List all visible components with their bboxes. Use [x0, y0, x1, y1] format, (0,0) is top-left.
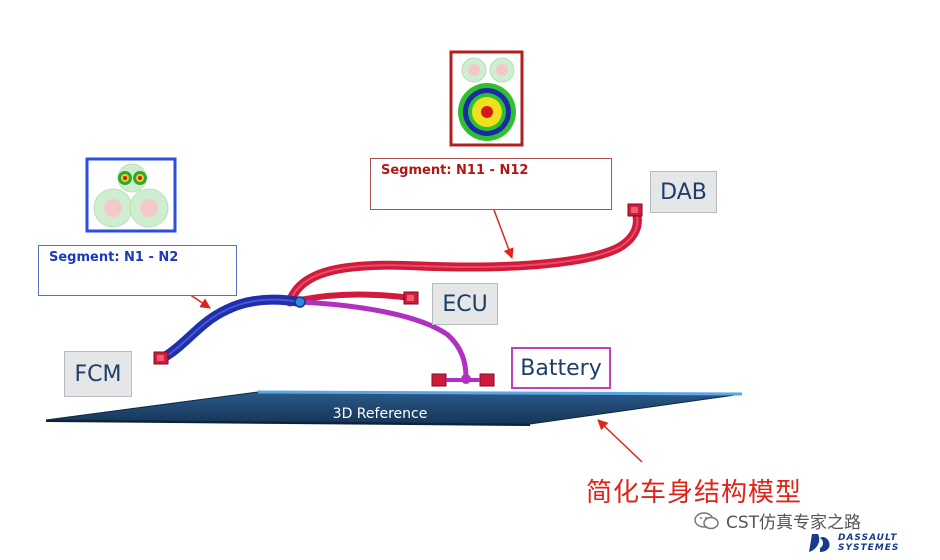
platform-arrow — [597, 419, 643, 463]
platform-label: 3D Reference — [333, 406, 428, 422]
fcm-connector — [153, 351, 169, 365]
model-caption: 简化车身结构模型 — [586, 478, 803, 508]
watermark: CST仿真专家之路 — [694, 508, 861, 533]
junction-node — [294, 296, 306, 308]
blue-segment-cross-section — [85, 157, 177, 233]
ds-mark-icon — [809, 534, 830, 552]
dassault-logo: DASSAULT SYSTEMES — [806, 530, 899, 556]
blue-harness — [161, 294, 305, 361]
module-label-fcm: FCM — [64, 351, 132, 397]
red-harness — [285, 207, 642, 307]
magenta-harness — [297, 299, 469, 381]
dab-connector — [627, 203, 643, 217]
module-label-battery: Battery — [511, 347, 611, 389]
red-segment-cross-section — [449, 50, 524, 147]
watermark-text: CST仿真专家之路 — [726, 513, 862, 533]
logo-line2: SYSTEMES — [838, 543, 900, 553]
logo-line1: DASSAULT — [838, 533, 898, 543]
battery-connector — [431, 373, 495, 387]
wechat-icon — [694, 511, 719, 529]
ecu-connector — [403, 291, 419, 305]
reference-platform — [45, 390, 743, 426]
segment-label-blue: Segment: N1 - N2 — [38, 245, 237, 296]
module-label-dab: DAB — [650, 171, 717, 213]
module-label-ecu: ECU — [432, 283, 498, 325]
segment-label-red: Segment: N11 - N12 — [370, 158, 612, 210]
